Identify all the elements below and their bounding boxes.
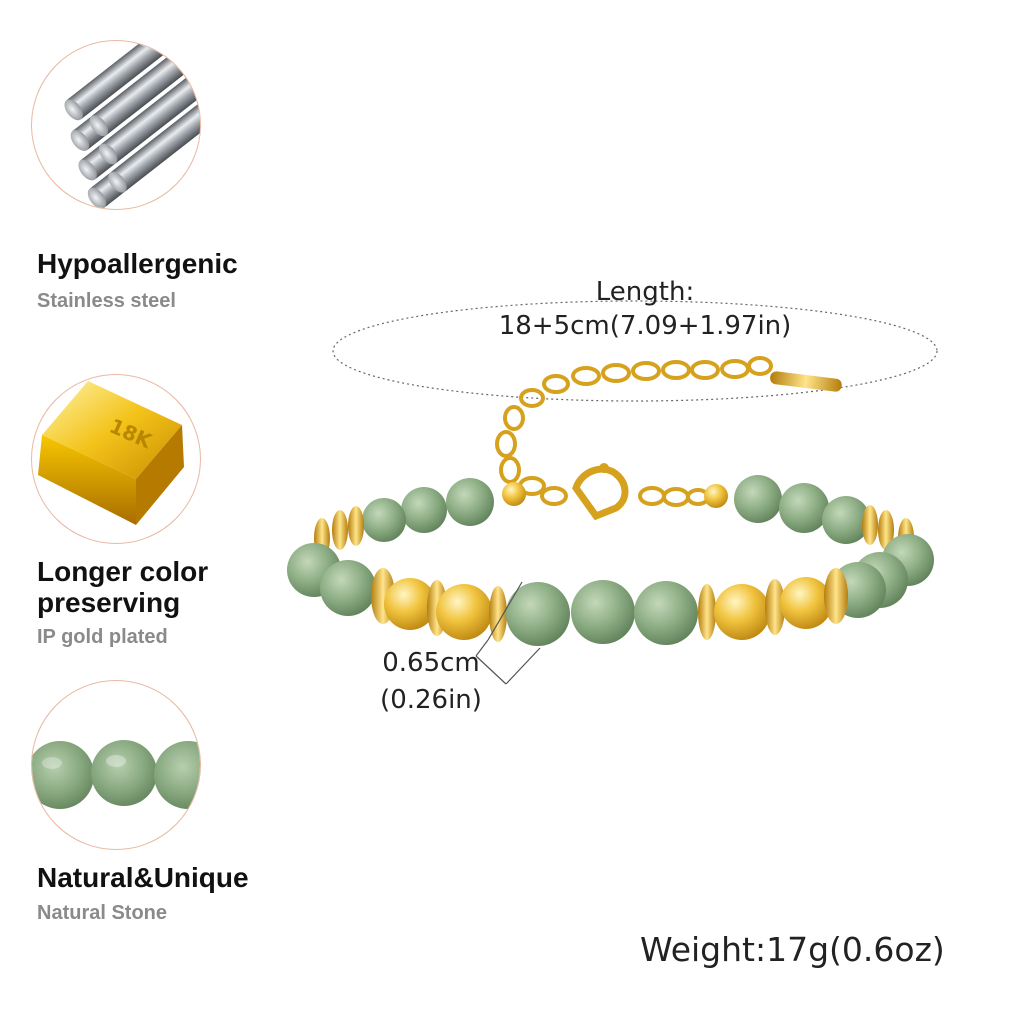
chain-end-bead (704, 484, 728, 508)
weight-label: Weight:17g(0.6oz) (640, 930, 945, 969)
jade-beads-icon (32, 740, 200, 809)
feature-title-natural: Natural&Unique (37, 862, 249, 893)
lobster-clasp (572, 465, 629, 521)
feature-subtitle-stone: Natural Stone (37, 902, 168, 924)
feature-subtitle-gold: IP gold plated (37, 626, 168, 648)
gold-feature-image: 18K (31, 374, 201, 544)
stone-feature-image (31, 680, 201, 850)
bead-size-guide (475, 581, 541, 685)
bead-size-in: (0.26in) (380, 685, 482, 715)
bead-size-cm: 0.65cm (382, 648, 480, 678)
steel-feature-image (31, 40, 201, 210)
back-beads (362, 475, 870, 544)
length-value: 18+5cm(7.09+1.97in) (498, 311, 792, 341)
chain-tag (770, 371, 842, 392)
feature-title-line2: preserving (37, 587, 181, 618)
length-guide-ellipse (332, 300, 938, 402)
feature-title-hypoallergenic: Hypoallergenic (37, 248, 238, 279)
extension-chain (495, 356, 773, 507)
feature-title-line1: Longer color (37, 556, 209, 587)
chain-end-bead (502, 482, 526, 506)
feature-subtitle-steel: Stainless steel (37, 290, 176, 312)
gold-bar-icon: 18K (38, 381, 184, 525)
front-beads (371, 568, 848, 646)
length-label: Length: (595, 277, 695, 307)
feature-title-color: Longer color preserving (37, 556, 208, 618)
